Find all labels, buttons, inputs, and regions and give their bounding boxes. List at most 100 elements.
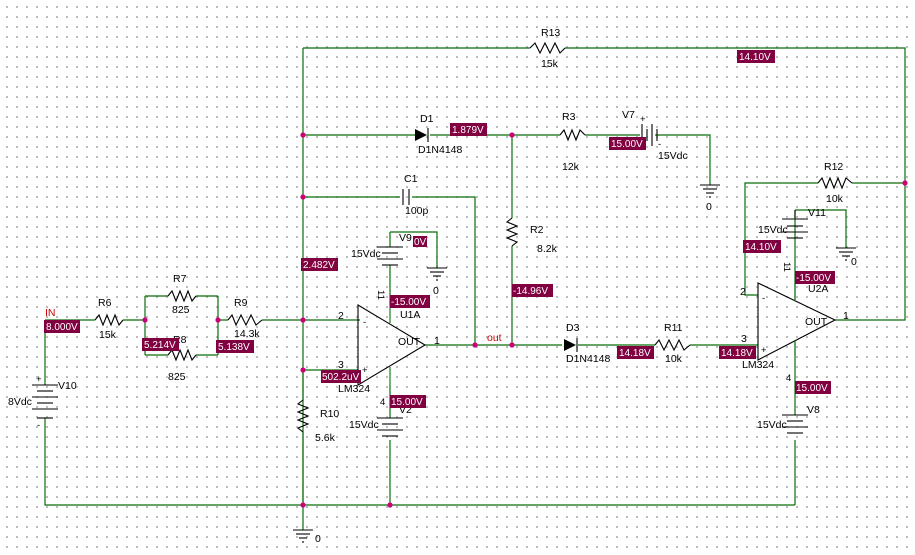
ground-symbol: 0 (293, 529, 321, 545)
v11-ref: V11 (808, 207, 826, 219)
voltage-marker[interactable]: -15.00V (390, 295, 430, 308)
resistor-r6[interactable]: R6 15k (94, 297, 124, 341)
resistor-r9[interactable]: R9 14.3k (227, 297, 263, 340)
r2-value: 8.2k (537, 243, 558, 255)
voltage-value: 15.00V (391, 397, 423, 408)
dc-source-v10[interactable]: + - V10 8Vdc (8, 374, 77, 431)
opamp-u2a[interactable]: - + 2 3 1 11 4 OUT U2A LM324 (740, 262, 849, 384)
voltage-marker[interactable]: 15.00V (795, 381, 831, 394)
dc-source-v2[interactable]: V2 15Vdc (349, 404, 412, 437)
u2a-plus-sign: + (761, 345, 767, 356)
junction-dot (300, 317, 306, 323)
diode-d1[interactable]: D1 D1N4148 (415, 113, 463, 156)
voltage-value: 5.138V (218, 342, 250, 353)
v8-ref: V8 (807, 404, 820, 416)
junction-dot (300, 132, 306, 138)
r7-value: 825 (172, 304, 190, 316)
resistor-r7[interactable]: R7 825 (167, 273, 197, 316)
u2a-out-label: OUT (805, 316, 828, 328)
dc-source-v11[interactable]: V11 15Vdc (758, 207, 826, 239)
resistor-r2[interactable]: R2 8.2k (505, 217, 558, 255)
voltage-marker[interactable]: 5.138V (216, 340, 254, 353)
voltage-value: 2.482V (303, 260, 335, 271)
u1a-plus-sign: + (362, 365, 368, 376)
dc-source-v7[interactable]: + - V7 15Vdc (622, 109, 688, 162)
v11-value: 15Vdc (758, 224, 788, 236)
junction-dot (509, 342, 515, 348)
r9-value: 14.3k (234, 328, 260, 340)
v8-value: 15Vdc (757, 419, 787, 431)
voltage-marker[interactable]: -14.96V (512, 284, 553, 297)
u2a-pin-plus: 3 (741, 333, 747, 345)
v7-plus: + (640, 114, 646, 125)
ground-label: 0 (433, 285, 439, 297)
voltage-value: -14.96V (513, 286, 548, 297)
u1a-pin-minus: 2 (338, 310, 344, 322)
voltage-marker[interactable]: -15.00V (795, 271, 835, 284)
voltage-marker[interactable]: 5.214V (142, 338, 179, 351)
voltage-marker[interactable]: 14.10V (737, 50, 775, 63)
resistor-r8[interactable]: R8 825 (167, 334, 197, 383)
voltage-value: -15.00V (391, 297, 426, 308)
ground-label: 0 (315, 533, 321, 545)
voltage-marker[interactable]: 502.2uV (321, 370, 361, 383)
d3-model: D1N4148 (566, 353, 611, 365)
u2a-minus-sign: - (762, 293, 765, 304)
v7-ref: V7 (622, 109, 635, 121)
voltage-value: 14.10V (745, 242, 777, 253)
u2a-pin-out: 1 (843, 310, 849, 322)
r10-value: 5.6k (315, 432, 336, 444)
voltage-marker[interactable]: 14.18V (719, 346, 756, 359)
u1a-out-label: OUT (398, 336, 421, 348)
r6-ref: R6 (98, 297, 112, 309)
dc-source-v8[interactable]: V8 15Vdc (757, 404, 820, 434)
c1-value: 100p (405, 205, 429, 217)
u1a-minus-sign: - (363, 317, 366, 328)
voltage-marker[interactable]: 1.879V (450, 123, 487, 136)
resistor-r13[interactable]: R13 15k (529, 27, 566, 70)
voltage-marker[interactable]: 0V (413, 236, 427, 248)
v10-ref: V10 (58, 380, 77, 392)
voltage-value: 5.214V (144, 340, 176, 351)
voltage-marker[interactable]: 14.10V (743, 240, 781, 253)
dc-source-v9[interactable]: V9 15Vdc (351, 232, 412, 266)
r12-value: 10k (826, 193, 844, 205)
voltage-marker[interactable]: 15.00V (390, 395, 426, 408)
junction-dot (215, 317, 221, 323)
voltage-marker[interactable]: 2.482V (301, 258, 338, 271)
junction-dot (509, 132, 515, 138)
junction-dot (902, 180, 908, 186)
diode-d3[interactable]: D3 D1N4148 (564, 322, 611, 365)
opamp-u1a[interactable]: - + 2 3 1 11 4 OUT U1A LM324 (338, 290, 440, 408)
voltage-value: 15.00V (796, 383, 828, 394)
voltage-marker[interactable]: 8.000V (44, 320, 80, 333)
voltage-value: 15.00V (611, 139, 643, 150)
c1-ref: C1 (404, 173, 418, 185)
junction-dot (142, 317, 148, 323)
resistor-r3[interactable]: R3 12k (559, 111, 586, 173)
d1-ref: D1 (420, 113, 434, 125)
voltage-marker[interactable]: 15.00V (609, 137, 646, 150)
voltage-marker[interactable]: 14.18V (617, 346, 654, 359)
resistor-r10[interactable]: R10 5.6k (296, 399, 339, 444)
junction-dot (387, 502, 393, 508)
v9-ref: V9 (399, 232, 412, 244)
net-label-in: IN (45, 307, 56, 319)
wires (44, 47, 906, 530)
v7-minus: - (658, 139, 661, 150)
r13-value: 15k (541, 58, 559, 70)
u2a-pin-minus: 2 (740, 286, 746, 298)
resistor-r12[interactable]: R12 10k (817, 161, 853, 205)
r7-ref: R7 (173, 273, 187, 285)
voltage-value: 14.18V (619, 348, 651, 359)
u1a-ref: U1A (400, 309, 420, 321)
u1a-pin-vee: 4 (380, 397, 385, 408)
v9-value: 15Vdc (351, 248, 381, 260)
r10-ref: R10 (320, 408, 339, 420)
d3-ref: D3 (566, 322, 580, 334)
voltage-value: 502.2uV (322, 372, 360, 383)
voltage-value: 8.000V (46, 322, 78, 333)
capacitor-c1[interactable]: C1 100p (402, 173, 429, 217)
resistor-r11[interactable]: R11 10k (654, 322, 691, 365)
